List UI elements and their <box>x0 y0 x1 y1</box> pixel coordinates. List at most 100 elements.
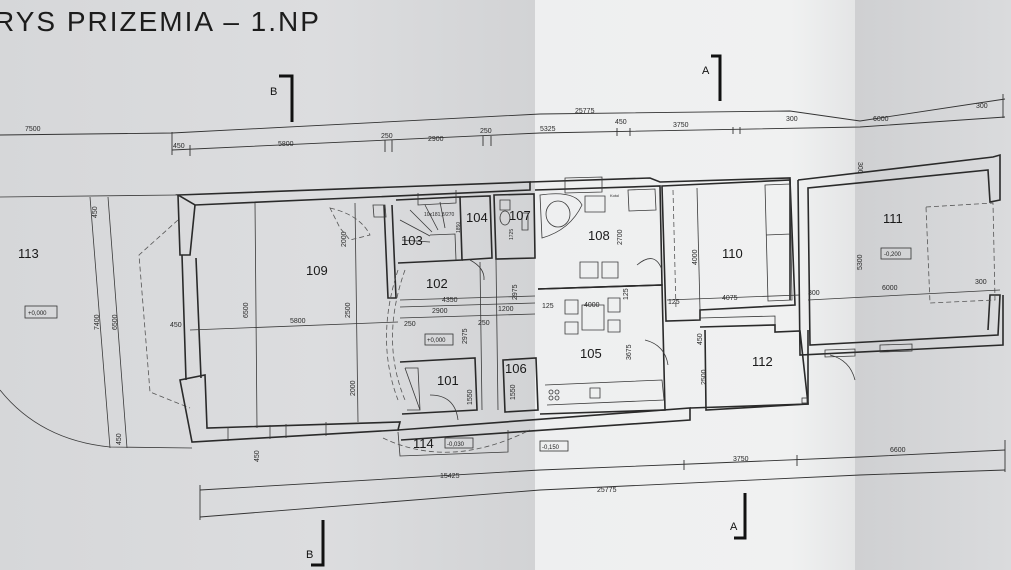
svg-text:A: A <box>730 521 738 533</box>
room-106: 106 1550 <box>502 357 539 413</box>
room-103-stairs: 103 10x181,8/270 <box>395 190 463 264</box>
svg-text:2000: 2000 <box>341 231 348 247</box>
svg-text:15425: 15425 <box>440 473 460 480</box>
svg-text:111: 111 <box>883 211 903 226</box>
svg-text:Kotol: Kotol <box>610 193 619 198</box>
room-113-terrace: 113 +0,000 450 7400 6500 450 450 <box>0 194 193 449</box>
svg-text:112: 112 <box>752 354 773 369</box>
bottom-dimension-row2: 25775 <box>199 469 1006 518</box>
svg-text:300: 300 <box>856 162 863 174</box>
svg-text:4350: 4350 <box>442 297 458 304</box>
room-111-garage: 111 -0,200 5300 300 6000 300 300 <box>797 153 1004 381</box>
room-110-bedroom: 110 4000 125 4075 <box>661 179 801 328</box>
svg-text:108: 108 <box>588 228 610 243</box>
room-114: 114 -0,030 450 <box>254 429 531 462</box>
room-104: 104 1850 <box>456 195 493 261</box>
svg-text:250: 250 <box>381 133 393 140</box>
svg-text:2975: 2975 <box>512 284 519 300</box>
svg-text:1550: 1550 <box>510 384 517 400</box>
svg-text:+0,000: +0,000 <box>28 311 47 317</box>
svg-text:103: 103 <box>401 233 423 248</box>
svg-text:A: A <box>702 65 710 77</box>
svg-text:104: 104 <box>466 210 488 225</box>
svg-text:105: 105 <box>580 346 602 361</box>
svg-text:4000: 4000 <box>692 249 699 265</box>
svg-text:109: 109 <box>306 263 328 278</box>
svg-text:1550: 1550 <box>467 389 474 405</box>
svg-text:4000: 4000 <box>584 302 600 309</box>
svg-text:1725: 1725 <box>509 229 515 240</box>
paper-panel-right <box>855 0 1011 570</box>
svg-text:6600: 6600 <box>890 447 906 454</box>
svg-text:450: 450 <box>173 143 185 150</box>
svg-text:-0,200: -0,200 <box>884 252 902 258</box>
svg-text:125: 125 <box>623 288 630 300</box>
svg-text:250: 250 <box>480 128 492 135</box>
svg-text:106: 106 <box>505 361 527 376</box>
room-105-kitchen: 105 125 4000 125 3675 <box>537 284 669 415</box>
section-marker-b-bottom: B <box>306 520 325 567</box>
svg-text:101: 101 <box>437 373 459 388</box>
svg-text:107: 107 <box>509 208 531 223</box>
svg-text:6500: 6500 <box>243 302 250 318</box>
top-dimension-detail: 450 5800 250 2900 250 5325 450 3750 300 … <box>171 116 1006 156</box>
svg-text:2500: 2500 <box>345 302 352 318</box>
svg-text:450: 450 <box>697 333 704 345</box>
svg-text:300: 300 <box>786 116 798 123</box>
svg-text:B: B <box>306 549 313 561</box>
section-marker-a-bottom: A <box>730 493 747 540</box>
room-112: 112 450 2500 <box>697 324 809 411</box>
svg-text:5800: 5800 <box>290 318 306 325</box>
svg-text:25775: 25775 <box>575 108 595 115</box>
section-marker-b-top: B <box>270 74 294 122</box>
svg-text:2900: 2900 <box>432 308 448 315</box>
bottom-dimension-row1: 15425 3750 6600 <box>199 440 1006 520</box>
svg-text:125: 125 <box>668 299 680 306</box>
svg-text:7400: 7400 <box>94 314 101 330</box>
level-marker-text: -0,150 <box>542 445 560 451</box>
svg-text:1200: 1200 <box>498 306 514 313</box>
svg-text:25775: 25775 <box>597 487 617 494</box>
svg-text:113: 113 <box>18 246 39 261</box>
svg-text:2500: 2500 <box>701 369 708 385</box>
svg-text:-0,030: -0,030 <box>447 442 465 448</box>
top-dimension-overall: 7500 25775 300 <box>0 94 1006 136</box>
section-marker-a-top: A <box>702 54 722 101</box>
svg-text:6000: 6000 <box>873 116 889 123</box>
room-107: 107 1725 <box>493 193 536 260</box>
svg-text:5325: 5325 <box>540 126 556 133</box>
paper-panel-left <box>0 0 535 570</box>
svg-text:300: 300 <box>975 279 987 286</box>
room-108-bathroom: 108 2700 Kotol <box>534 176 663 290</box>
svg-text:7500: 7500 <box>25 126 41 133</box>
level-marker <box>539 440 569 452</box>
svg-text:3675: 3675 <box>626 344 633 360</box>
drawing-title: RYS PRIZEMIA – 1.NP <box>0 6 321 37</box>
svg-text:114: 114 <box>413 436 434 451</box>
svg-text:2975: 2975 <box>462 328 469 344</box>
svg-text:6500: 6500 <box>112 314 119 330</box>
svg-text:+0,000: +0,000 <box>427 338 446 344</box>
svg-text:3750: 3750 <box>673 122 689 129</box>
svg-text:250: 250 <box>478 320 490 327</box>
svg-text:3750: 3750 <box>733 456 749 463</box>
svg-text:5300: 5300 <box>857 254 864 270</box>
room-101: 101 1550 <box>399 357 478 421</box>
svg-text:B: B <box>270 86 277 98</box>
svg-text:450: 450 <box>92 206 99 218</box>
room-102-hall: 102 4350 2900 1200 250 250 2975 2975 +0,… <box>386 259 536 411</box>
svg-text:10x181,8/270: 10x181,8/270 <box>424 212 455 218</box>
svg-text:450: 450 <box>615 119 627 126</box>
svg-text:450: 450 <box>170 322 182 329</box>
svg-text:450: 450 <box>254 450 261 462</box>
svg-text:110: 110 <box>722 246 743 261</box>
svg-text:300: 300 <box>976 103 988 110</box>
svg-text:300: 300 <box>808 290 820 297</box>
svg-text:1850: 1850 <box>456 222 462 233</box>
svg-text:102: 102 <box>426 276 448 291</box>
svg-text:2900: 2900 <box>428 136 444 143</box>
svg-text:2700: 2700 <box>617 229 624 245</box>
svg-text:250: 250 <box>404 321 416 328</box>
svg-text:450: 450 <box>116 433 123 445</box>
